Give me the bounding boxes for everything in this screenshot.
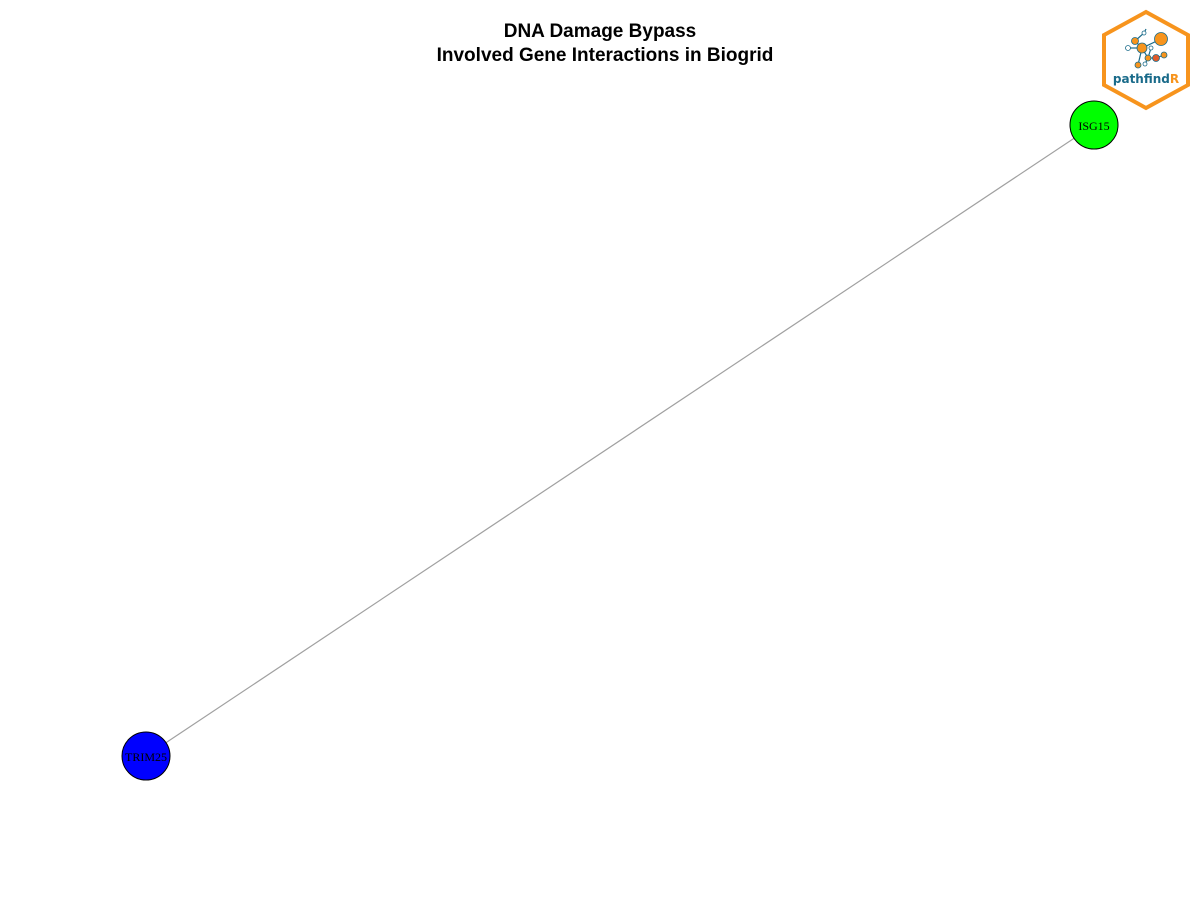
node-trim25[interactable]: TRIM25: [121, 731, 171, 781]
node-isg15[interactable]: ISG15: [1069, 100, 1119, 150]
title-line-1: DNA Damage Bypass: [503, 21, 697, 42]
chart-title: DNA Damage Bypass Involved Gene Interact…: [0, 20, 1200, 68]
logo-wordmark: pathfindR: [1113, 72, 1179, 86]
network-graph-icon: [1125, 28, 1168, 69]
pathfindr-logo: pathfindR: [1102, 9, 1190, 111]
node-label-isg15: ISG15: [1078, 119, 1109, 133]
edge-isg15-trim25: [145, 124, 1095, 757]
title-line-2: Involved Gene Interactions in Biogrid: [436, 45, 774, 66]
node-label-trim25: TRIM25: [125, 750, 167, 764]
